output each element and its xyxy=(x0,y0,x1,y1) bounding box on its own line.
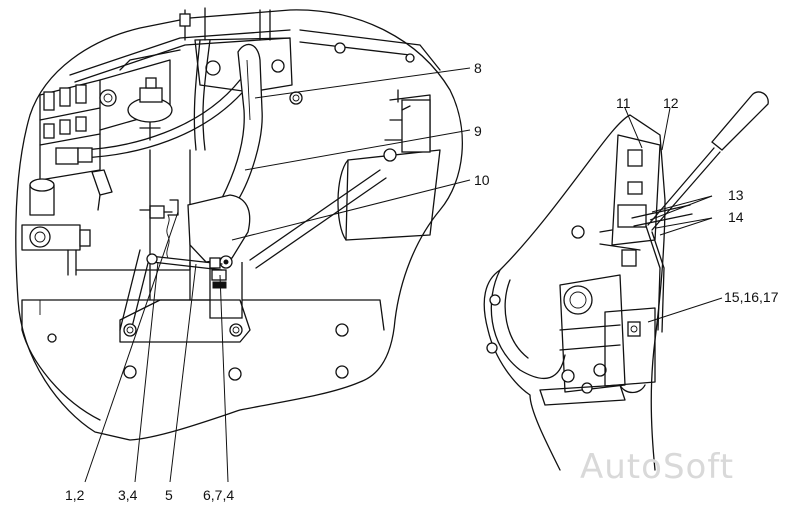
tie-rods xyxy=(119,169,387,336)
flywheel xyxy=(486,269,566,379)
callout-8: 8 xyxy=(474,60,482,76)
hand-lever xyxy=(645,91,769,333)
return-spring xyxy=(166,214,170,259)
small-sensor xyxy=(91,169,173,219)
plate-holes xyxy=(47,323,349,381)
pivot-plate xyxy=(187,194,251,319)
fuel-pump-block xyxy=(39,59,171,181)
watermark: AutoSoft xyxy=(580,447,734,487)
callout-5: 5 xyxy=(165,487,173,503)
governor-cap xyxy=(127,77,173,141)
top-rails xyxy=(69,29,441,83)
control-lever xyxy=(221,43,263,201)
right-cylinder xyxy=(337,89,441,241)
callout-9: 9 xyxy=(474,123,482,139)
lower-mount xyxy=(119,299,251,343)
callout-10: 10 xyxy=(474,172,490,188)
fuel-pipes xyxy=(55,39,249,165)
callout-11: 11 xyxy=(616,95,631,111)
callout-15-16-17: 15,16,17 xyxy=(724,289,779,305)
leader-lines xyxy=(84,67,723,483)
engine-left-view xyxy=(15,7,463,441)
callout-3-4: 3,4 xyxy=(118,487,138,503)
callout-6-7-4: 6,7,4 xyxy=(203,487,234,503)
spring-bracket xyxy=(167,199,179,216)
callout-13: 13 xyxy=(728,187,744,203)
engine-outline-left xyxy=(15,9,463,441)
callout-1-2: 1,2 xyxy=(65,487,85,503)
upper-mechanism xyxy=(571,134,661,267)
cross-bracket xyxy=(631,204,693,227)
right-plate xyxy=(604,307,656,394)
callout-12: 12 xyxy=(663,95,679,111)
base-plate xyxy=(21,299,385,421)
engine-right-view xyxy=(483,91,769,471)
callout-14: 14 xyxy=(728,209,744,225)
